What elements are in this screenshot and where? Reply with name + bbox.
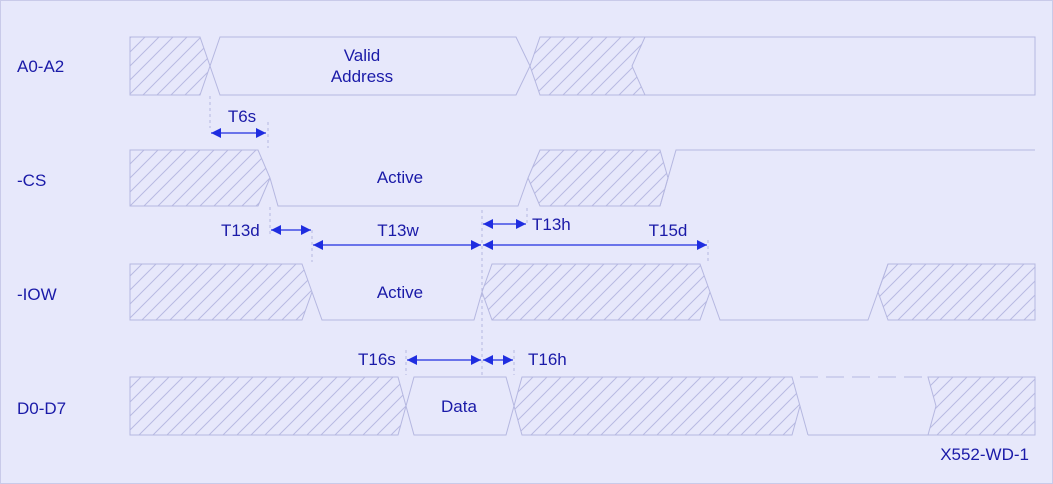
- figure-id: X552-WD-1: [940, 445, 1029, 464]
- iow-gap-segment: [709, 263, 889, 321]
- d0-d7-waveform: [129, 376, 1036, 436]
- valid-address-line2: Address: [331, 67, 393, 86]
- a0-a2-waveform: [129, 36, 1036, 96]
- signal-label-cs: -CS: [17, 171, 46, 190]
- iow-next-segment: [877, 263, 1036, 321]
- iow-active-label: Active: [377, 283, 423, 302]
- iow-post-segment: [481, 263, 711, 321]
- timing-arrows: [211, 128, 707, 365]
- d0-d7-next-segment: [927, 376, 1036, 436]
- t15d-label: T15d: [649, 221, 688, 240]
- t16s-label: T16s: [358, 350, 396, 369]
- a0-a2-invalid-segment: [129, 36, 211, 96]
- a0-a2-trailing-segment: [645, 36, 1036, 96]
- t13w-label: T13w: [377, 221, 419, 240]
- d0-d7-invalid-segment: [129, 376, 407, 436]
- valid-address-line1: Valid: [344, 46, 381, 65]
- cs-transition-segment: [527, 149, 669, 207]
- signal-label-d0-d7: D0-D7: [17, 399, 66, 418]
- cs-waveform: [129, 149, 1035, 207]
- a0-a2-transition-segment: [529, 36, 646, 96]
- d0-d7-post-segment: [513, 376, 801, 436]
- d0-d7-gap-edge: [799, 405, 809, 436]
- t16h-label: T16h: [528, 350, 567, 369]
- cs-active-low-segment: [269, 177, 529, 207]
- signal-label-iow: -IOW: [17, 285, 57, 304]
- reference-lines: [209, 96, 709, 375]
- t13d-label: T13d: [221, 221, 260, 240]
- cs-inactive-segment: [659, 149, 1035, 207]
- cs-active-label: Active: [377, 168, 423, 187]
- signal-label-a0-a2: A0-A2: [17, 57, 64, 76]
- t13h-label: T13h: [532, 215, 571, 234]
- data-label: Data: [441, 397, 477, 416]
- iow-active-low-segment: [311, 291, 483, 321]
- iow-inactive-segment: [129, 263, 313, 321]
- cs-invalid-segment: [129, 149, 271, 207]
- t6s-label: T6s: [228, 107, 256, 126]
- iow-waveform: [129, 263, 1036, 321]
